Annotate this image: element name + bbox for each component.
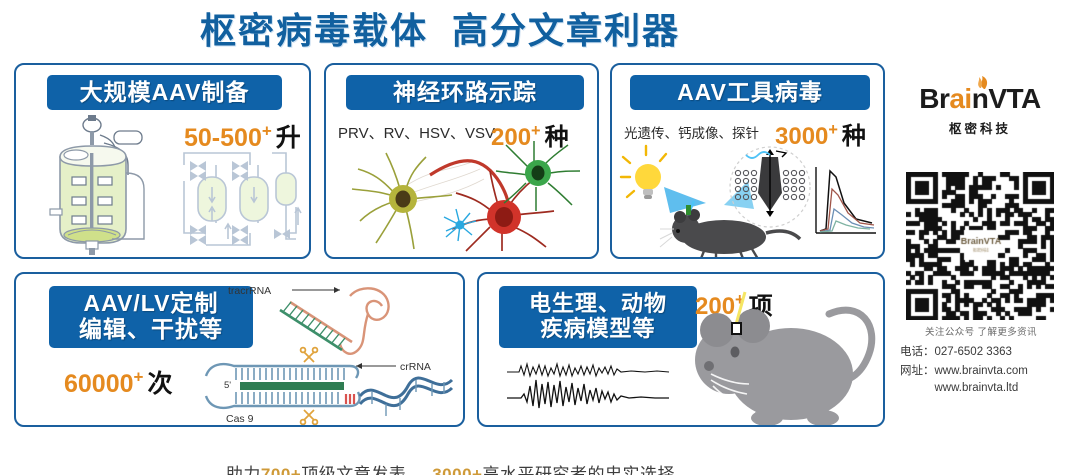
brand-logo: BrainVTA 枢密科技	[900, 76, 1060, 137]
qr-caption: 关注公众号 了解更多资讯	[925, 327, 1037, 338]
card1-header: 大规模AAV制备	[47, 75, 282, 110]
qr-canvas[interactable]	[906, 172, 1054, 320]
channelrhodopsin-icon	[729, 146, 811, 228]
card2-subtext: PRV、RV、HSV、VSV	[338, 125, 495, 142]
web-value-2[interactable]: www.brainvta.ltd	[934, 381, 1019, 394]
label-cas9: Cas 9	[226, 413, 254, 425]
bioreactor-icon	[42, 113, 172, 255]
calcium-trace-plot	[815, 167, 876, 234]
card2-stat-unit: 种	[544, 124, 569, 151]
web-value-1[interactable]: www.brainvta.com	[934, 365, 1028, 377]
optogenetics-mouse-icon	[619, 137, 878, 257]
card3-stat: 3000+种	[775, 116, 866, 151]
card4-stat-unit: 次	[147, 370, 173, 398]
ephys-trace-icon	[505, 358, 673, 410]
card4-stat: 60000+次	[64, 364, 172, 400]
footer-highlight-2: 3000+	[432, 465, 483, 475]
contact-phone: 电话：027-6502 3363	[900, 344, 1072, 361]
brand-sub: 枢密科技	[948, 122, 1011, 136]
brand-wordmark: BrainVTA	[919, 76, 1042, 114]
card1-stat: 50-500+升	[184, 118, 301, 154]
footer-part-1: 助力	[225, 465, 261, 475]
card5-stat-plus: +	[735, 291, 745, 309]
card-electrophysiology-models[interactable]: 电生理、动物 疾病模型等 200+项	[477, 272, 885, 427]
scissors-icon-2	[299, 409, 319, 425]
card3-stat-unit: 种	[841, 123, 866, 150]
card3-stat-plus: +	[828, 121, 838, 139]
card2-header: 神经环路示踪	[346, 75, 584, 110]
logo-part-1: Br	[919, 83, 950, 114]
page-title: 枢密病毒载体 高分文章利器	[199, 10, 680, 51]
phone-label: 电话：	[900, 346, 935, 358]
card3-header: AAV工具病毒	[630, 75, 870, 110]
mouse-icon	[659, 200, 802, 257]
footer-part-3: 高水平研究者的忠实选择	[482, 465, 675, 475]
phone-value: 027-6502 3363	[934, 346, 1012, 358]
lightbulb-icon	[619, 144, 668, 199]
card5-header: 电生理、动物 疾病模型等	[499, 286, 697, 348]
card2-stat: 200+种	[491, 117, 569, 152]
scissors-icon	[299, 346, 319, 363]
card3-subtext: 光遗传、钙成像、探针	[624, 126, 759, 141]
qr-code[interactable]	[906, 172, 1054, 320]
card3-stat-number: 3000	[775, 123, 829, 150]
contact-website: 网址： www.brainvta.com www.brainvta.ltd	[900, 363, 1072, 396]
card4-header: AAV/LV定制 编辑、干扰等	[49, 286, 253, 348]
flame-icon	[978, 76, 988, 89]
card1-stat-plus: +	[261, 121, 272, 141]
label-tracrrna: tracrRNA	[228, 285, 271, 297]
card1-stat-number: 50-500	[184, 124, 262, 152]
grey-mouse-icon	[683, 291, 883, 425]
card-neural-circuit-tracing[interactable]: 神经环路示踪 PRV、RV、HSV、VSV 200+种	[324, 63, 599, 259]
footer-part-2: 顶级文章发表	[301, 465, 407, 475]
footer-tagline: 助力700+顶级文章发表 3000+高水平研究者的忠实选择	[0, 440, 880, 475]
chromatography-skid-icon	[176, 147, 302, 255]
logo-part-orange: ai	[949, 83, 972, 114]
web-label: 网址：	[900, 365, 935, 377]
card2-stat-plus: +	[531, 122, 541, 140]
card-large-scale-aav[interactable]: 大规模AAV制备 50-500+升	[14, 63, 311, 259]
card4-stat-number: 60000	[64, 370, 134, 398]
label-crrna: crRNA	[400, 361, 431, 373]
card-aav-tool-virus[interactable]: AAV工具病毒 光遗传、钙成像、探针 3000+种	[610, 63, 885, 259]
logo-part-3: nVTA	[971, 83, 1042, 114]
crispr-cas9-icon: tracrRNA crRNA	[200, 280, 462, 425]
web-values: www.brainvta.com www.brainvta.ltd	[935, 363, 1028, 396]
neuron-tracing-icon	[334, 139, 592, 253]
card2-stat-number: 200	[491, 124, 532, 151]
label-five-prime: 5'	[224, 380, 231, 391]
card1-stat-unit: 升	[275, 124, 301, 152]
card4-stat-plus: +	[133, 367, 144, 387]
card-aav-lv-custom[interactable]: AAV/LV定制 编辑、干扰等 60000+次	[14, 272, 465, 427]
footer-highlight-1: 700+	[260, 465, 302, 475]
